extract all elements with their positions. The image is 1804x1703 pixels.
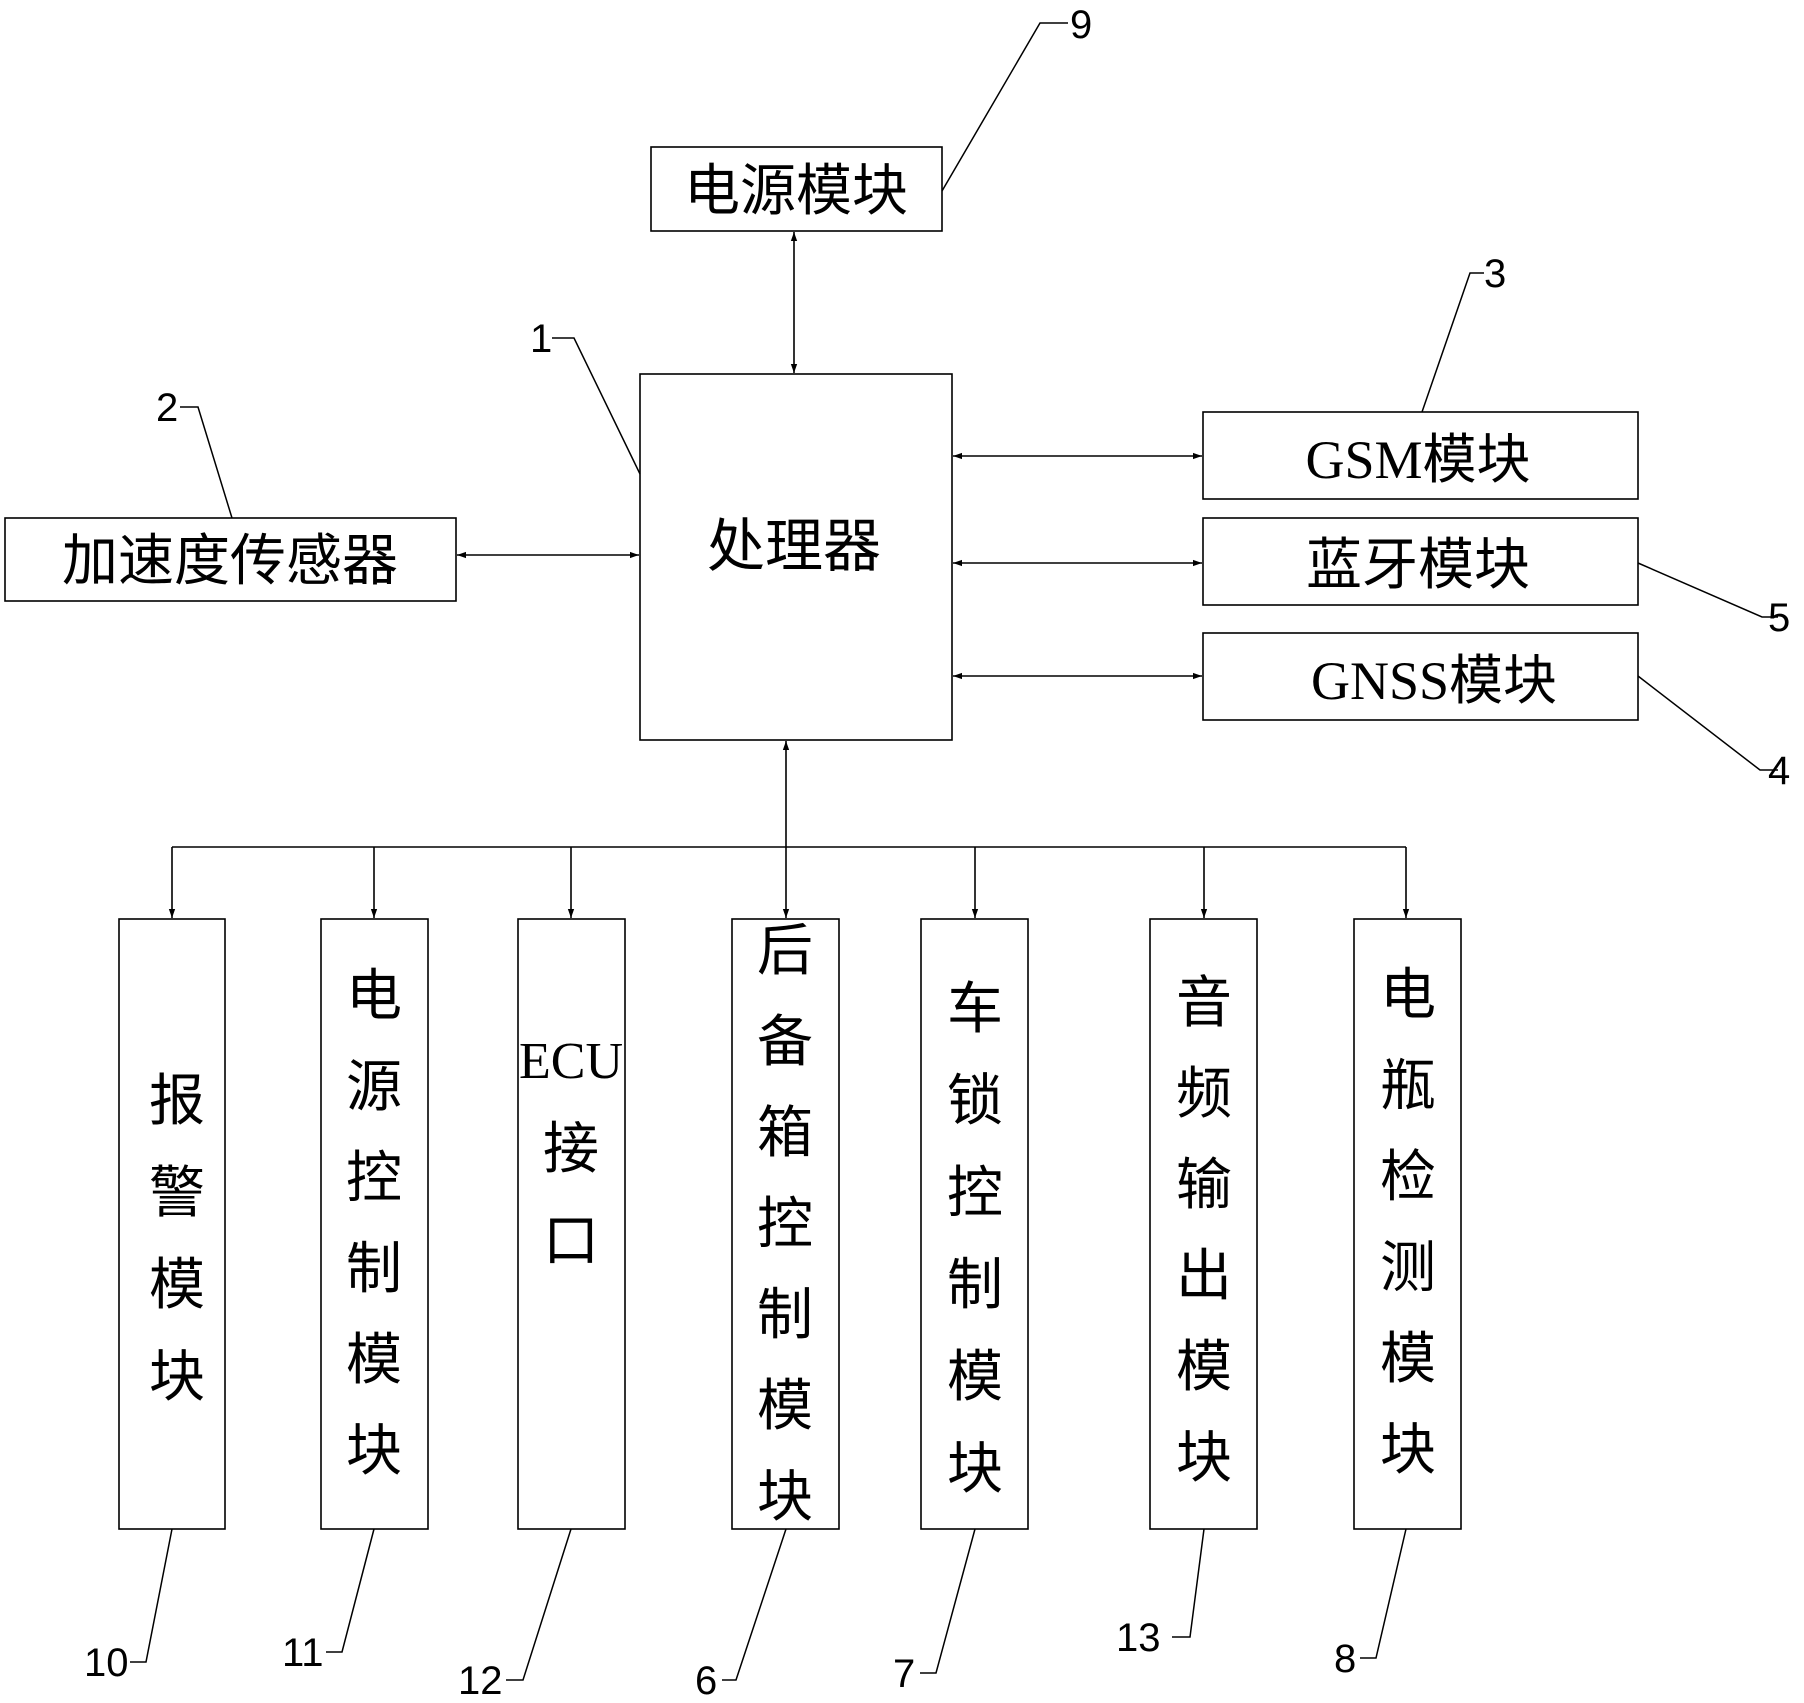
bluetooth-module-label: 蓝牙模块 [1306,533,1530,598]
trunk-ctrl-module-block [731,918,840,1530]
power-ctrl-module-block [320,918,429,1530]
battery-detect-module-block [1353,918,1462,1530]
ref-leader-6 [722,1528,787,1681]
processor-block: 处理器 [639,373,953,741]
power-ctrl-module-label-char: 模 [346,1328,402,1393]
power-ctrl-module-label-char: 电 [346,964,402,1029]
ref-number-3: 3 [1484,252,1506,296]
alarm-module-label-char: 警 [149,1161,205,1226]
processor-label: 处理器 [707,512,881,580]
ref-number-10: 10 [84,1641,129,1685]
audio-output-module-label-char: 模 [1176,1335,1232,1400]
trunk-ctrl-module-label-char: 控 [757,1192,813,1257]
ref-leader-8 [1360,1528,1407,1659]
battery-detect-module-label-char: 瓶 [1380,1054,1436,1119]
battery-detect-module-label-char: 块 [1380,1418,1436,1483]
power-module-block: 电源模块 [650,146,943,232]
battery-detect-module-label-char: 模 [1380,1327,1436,1392]
audio-output-module-label-char: 音 [1176,971,1232,1036]
ref-leader-11 [326,1528,375,1653]
audio-output-module-label-char: 出 [1176,1244,1232,1309]
trunk-ctrl-module-label-char: 备 [757,1010,813,1075]
ref-leader-12 [506,1528,572,1681]
power-ctrl-module-label-char: 控 [346,1146,402,1211]
ref-leader-10 [130,1528,173,1663]
ref-leader-3 [1421,272,1484,413]
audio-output-module-label-char: 输 [1176,1153,1232,1218]
ecu-interface-suffix-char: 接 [543,1117,599,1182]
ecu-interface-label: ECU 接口 [519,1033,623,1274]
alarm-module-label-char: 报 [149,1069,205,1134]
trunk-ctrl-module-label-char: 模 [757,1374,813,1439]
bluetooth-module-block: 蓝牙模块 [1202,517,1639,606]
ref-number-4: 4 [1768,749,1790,793]
gnss-module-label: GNSS模块 [1311,651,1557,711]
audio-output-module-label-char: 块 [1176,1426,1232,1491]
ref-leader-13 [1172,1528,1205,1638]
ref-number-11: 11 [282,1631,324,1675]
ref-number-12: 12 [458,1659,503,1703]
ref-number-13: 13 [1116,1616,1161,1660]
ref-number-1: 1 [530,317,552,361]
alarm-module-label-char: 块 [149,1345,205,1410]
lock-ctrl-module-label-char: 制 [947,1253,1003,1318]
ecu-interface-suffix: 接口 [543,1117,599,1274]
lock-ctrl-module-label-char: 车 [947,977,1003,1042]
lock-ctrl-module-label-char: 控 [947,1161,1003,1226]
ref-leader-2 [180,406,233,519]
audio-output-module-label-char: 频 [1176,1062,1232,1127]
lock-ctrl-module-label-char: 块 [947,1437,1003,1502]
battery-detect-module-label-char: 测 [1380,1236,1436,1301]
ref-number-9: 9 [1070,3,1092,47]
ref-number-6: 6 [695,1659,717,1703]
power-ctrl-module-label-char: 块 [346,1419,402,1484]
alarm-module-label-char: 模 [149,1253,205,1318]
lock-ctrl-module-block [920,918,1029,1530]
power-module-label: 电源模块 [684,159,908,224]
gnss-module-block: GNSS模块 [1202,632,1639,721]
ref-number-7: 7 [893,1652,915,1696]
trunk-ctrl-module-label-char: 箱 [757,1101,813,1166]
ref-number-2: 2 [156,386,178,430]
gsm-module-label: GSM模块 [1305,430,1530,490]
power-ctrl-module-label-char: 制 [346,1237,402,1302]
ref-leader-9 [941,22,1068,192]
power-ctrl-module-label-char: 源 [346,1055,402,1120]
accel-sensor-label: 加速度传感器 [62,529,398,594]
trunk-ctrl-module-label-char: 后 [757,919,813,984]
gsm-module-block: GSM模块 [1202,411,1639,500]
lock-ctrl-module-label-char: 模 [947,1345,1003,1410]
ref-leader-7 [920,1528,976,1674]
ref-leader-1 [552,337,641,475]
ref-leader-5 [1637,562,1778,618]
ecu-interface-suffix-char: 口 [543,1209,599,1274]
alarm-module-block [118,918,226,1530]
ref-number-5: 5 [1768,596,1790,640]
ref-number-8: 8 [1334,1637,1356,1681]
trunk-ctrl-module-label-char: 制 [757,1283,813,1348]
battery-detect-module-label-char: 检 [1380,1145,1436,1210]
lock-ctrl-module-label-char: 锁 [947,1069,1003,1134]
battery-detect-module-label-char: 电 [1380,963,1436,1028]
trunk-ctrl-module-label-char: 块 [757,1465,813,1530]
accel-sensor-block: 加速度传感器 [4,517,457,602]
ecu-text: ECU [519,1033,623,1090]
ref-leader-4 [1637,675,1778,771]
audio-output-module-block [1149,918,1258,1530]
ecu-interface-block [517,918,626,1530]
